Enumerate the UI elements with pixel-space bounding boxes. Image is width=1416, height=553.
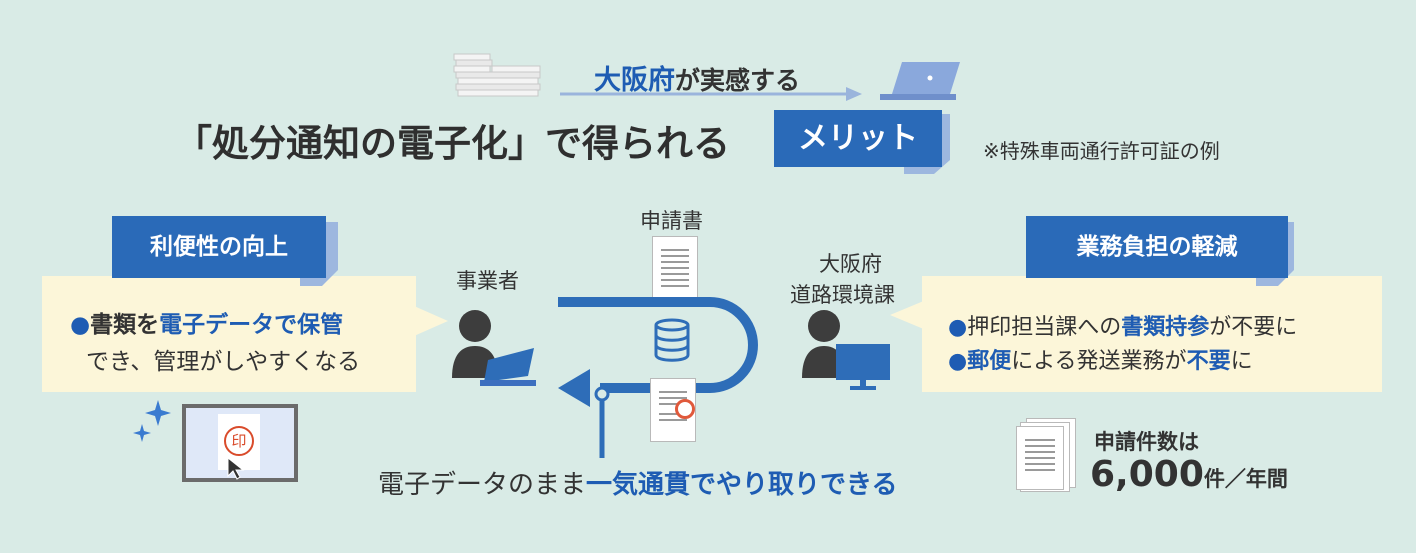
flow-caption-accent: 一気通貫でやり取りできる: [586, 470, 898, 500]
convenience-panel: ●書類を電子データで保管 でき、管理がしやすくなる: [42, 276, 416, 392]
burden-line-1: ●押印担当課への書類持参が不要に: [948, 309, 1297, 341]
subtitle-arrow-icon: [560, 87, 862, 101]
flow-caption: 電子データのまま一気通貫でやり取りできる: [378, 464, 898, 501]
left-speech-pointer: [414, 306, 448, 336]
burden-text-c: による発送業務が: [1011, 349, 1187, 374]
burden-accent-mail: 郵便: [967, 349, 1012, 374]
bullet: ●: [948, 349, 968, 374]
count-display: 6,000件／年間: [1090, 454, 1288, 495]
business-person-icon: [452, 310, 536, 386]
database-icon: [654, 318, 690, 362]
office-label-1: 大阪府: [819, 252, 882, 276]
convenience-accent: 電子データで保管: [159, 312, 344, 338]
laptop-icon: [880, 62, 960, 100]
bullet: ●: [948, 315, 968, 340]
burden-accent-unneeded: 不要: [1186, 349, 1231, 374]
stamped-document-icon: 印: [218, 414, 260, 470]
business-label: 事業者: [456, 269, 519, 293]
subtitle-accent: 大阪府: [594, 65, 675, 96]
burden-accent: 書類持参: [1121, 315, 1210, 340]
burden-panel: ●押印担当課への書類持参が不要に ●郵便による発送業務が不要に: [922, 276, 1382, 392]
burden-text-d: に: [1230, 349, 1253, 374]
monitor-icon: 印: [182, 404, 298, 482]
burden-text-b: が不要に: [1209, 315, 1298, 340]
convenience-text-a: 書類を: [90, 312, 160, 338]
burden-line-2: ●郵便による発送業務が不要に: [948, 343, 1253, 375]
application-label: 申請書: [640, 209, 703, 233]
convenience-line-1: ●書類を電子データで保管: [70, 305, 343, 339]
convenience-ribbon: 利便性の向上: [112, 216, 338, 286]
convenience-heading: 利便性の向上: [112, 216, 326, 278]
merit-badge-label: メリット: [774, 110, 942, 167]
right-speech-pointer: [890, 300, 926, 330]
convenience-line-2: でき、管理がしやすくなる: [86, 349, 361, 375]
count-unit: 件／年間: [1203, 467, 1288, 491]
flow-caption-text: 電子データのまま: [378, 470, 587, 500]
bullet: ●: [70, 312, 91, 338]
subtitle-rest: が実感する: [675, 66, 801, 95]
seal-icon: [675, 399, 695, 419]
count-value: 6,000: [1090, 454, 1204, 495]
merit-badge: メリット: [774, 110, 950, 174]
count-label: 申請件数は: [1094, 430, 1199, 454]
flow-arrow: [558, 297, 758, 458]
page-title: 「処分通知の電子化」で得られる: [175, 122, 730, 165]
paper-stack-icon: [453, 53, 541, 97]
example-note: ※特殊車両通行許可証の例: [983, 139, 1220, 163]
subtitle: 大阪府が実感する: [594, 58, 800, 97]
burden-heading: 業務負担の軽減: [1026, 216, 1288, 278]
application-document-icon: [652, 236, 698, 298]
seal-stamp: 印: [224, 426, 254, 456]
document-stack-icon: [1016, 418, 1076, 492]
office-label-2: 道路環境課: [790, 283, 895, 307]
cursor-icon: [227, 456, 245, 480]
office-person-icon: [802, 310, 890, 390]
sparkle-icon: [133, 400, 171, 442]
burden-text-a: 押印担当課への: [967, 315, 1122, 340]
burden-ribbon: 業務負担の軽減: [1026, 216, 1302, 286]
permit-document-icon: [650, 378, 696, 442]
